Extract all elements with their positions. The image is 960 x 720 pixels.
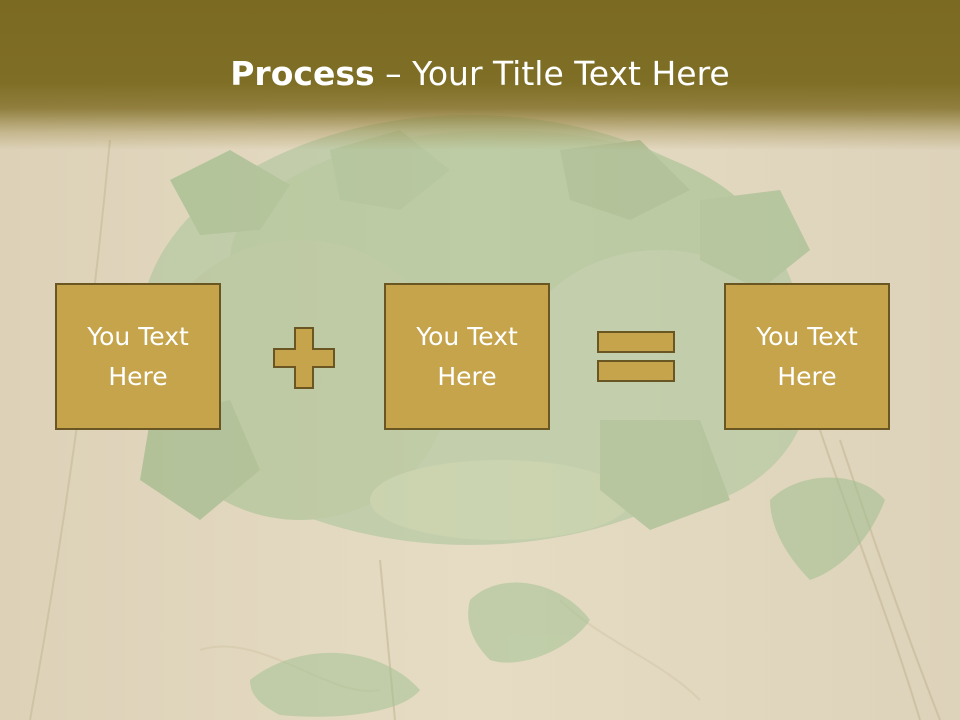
process-step-label-3: You Text Here (756, 321, 858, 391)
title-rest-part: – Your Title Text Here (374, 54, 730, 93)
process-step-box-1[interactable]: You Text Here (55, 283, 221, 430)
process-step-label-1: You Text Here (87, 321, 189, 391)
process-step-box-3[interactable]: You Text Here (724, 283, 890, 430)
plus-icon (273, 327, 335, 389)
process-step-box-2[interactable]: You Text Here (384, 283, 550, 430)
equals-icon (597, 331, 675, 382)
process-step-label-2: You Text Here (416, 321, 518, 391)
title-band (0, 0, 960, 150)
title-bold-part: Process (230, 54, 375, 93)
slide-title: Process – Your Title Text Here (0, 52, 960, 96)
